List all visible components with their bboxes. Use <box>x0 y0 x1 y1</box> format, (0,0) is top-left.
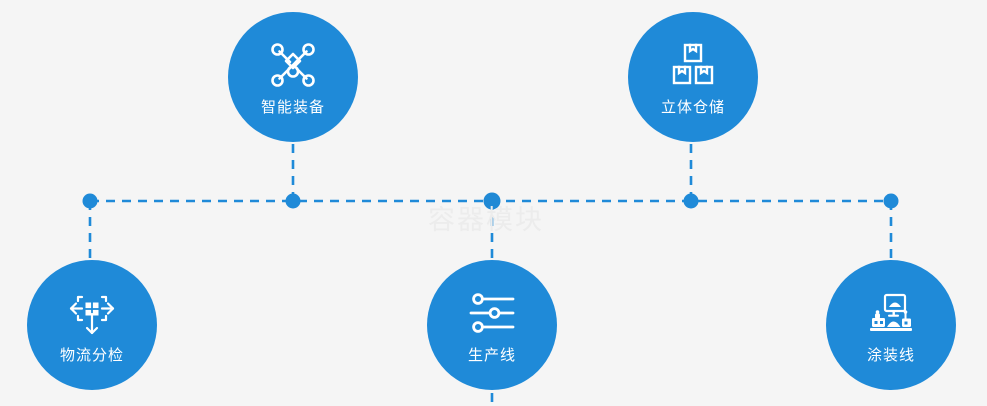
junction-dot-center <box>483 192 501 210</box>
junction-dot-right <box>883 193 899 209</box>
paint-shop-icon <box>866 288 916 338</box>
node-label: 物流分检 <box>59 345 124 364</box>
node-label: 智能装备 <box>260 97 325 116</box>
node-painting-line[interactable]: 涂装线 <box>826 260 956 390</box>
node-stereoscopic-warehouse[interactable]: 立体仓储 <box>628 12 758 142</box>
node-smart-equipment[interactable]: 智能装备 <box>228 12 358 142</box>
stacked-boxes-icon <box>668 40 718 90</box>
junction-dot-ware <box>683 193 699 209</box>
junction-dot-left <box>82 193 98 209</box>
node-label: 生产线 <box>467 345 516 364</box>
node-production-line[interactable]: 生产线 <box>427 260 557 390</box>
watermark-label: 容器模块 <box>428 205 544 236</box>
sliders-icon <box>467 288 517 338</box>
junction-dot-smart <box>285 193 301 209</box>
node-label: 涂装线 <box>866 345 915 364</box>
network-nodes-icon <box>268 40 318 90</box>
node-label: 立体仓储 <box>660 97 725 116</box>
sorting-arrows-icon <box>67 288 117 338</box>
node-logistics-sorting[interactable]: 物流分检 <box>27 260 157 390</box>
